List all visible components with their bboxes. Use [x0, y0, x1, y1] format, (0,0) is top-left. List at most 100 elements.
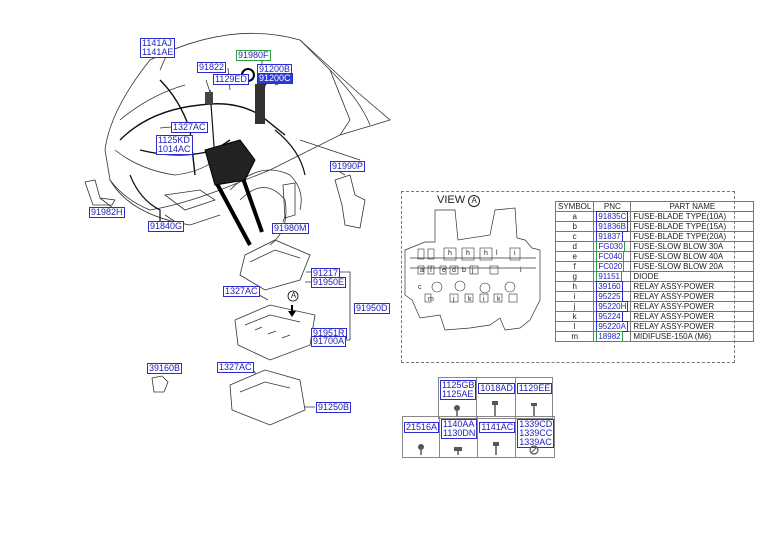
pnc-link[interactable]: 91837 [596, 231, 623, 242]
callout-line: 91217 [313, 268, 339, 278]
car-wheel [239, 187, 287, 246]
callout-line: 91822 [199, 62, 225, 72]
callout-91982h[interactable]: 91982H [89, 207, 125, 218]
fastener-line: 1125GB [442, 380, 475, 390]
header-part-name: PART NAME [630, 201, 755, 212]
callout-91822[interactable]: 91822 [197, 62, 227, 73]
slot-letter: i [520, 267, 522, 274]
callout-1327ac-top[interactable]: 1327AC [171, 122, 208, 133]
fastener-grid-bottom: 21516A 1140AA 1130DN 1141AC 1339CD 1339C… [401, 416, 556, 458]
callout-1129ed[interactable]: 1129ED [213, 74, 249, 85]
pnc-cell: FG030 [593, 241, 632, 252]
bracket-91990p [334, 174, 366, 229]
pnc-link[interactable]: 39160 [596, 281, 623, 292]
callout-91840g[interactable]: 91840G [148, 221, 185, 232]
pnc-cell: 95224 [593, 311, 632, 322]
callout-1125kd[interactable]: 1125KD 1014AC [156, 135, 193, 155]
pnc-cell: 91151 [593, 271, 632, 282]
callout-line: 1014AC [158, 144, 191, 154]
pnc-cell: 91837 [593, 231, 632, 242]
callout-1141aj[interactable]: 1141AJ 1141AE [140, 38, 176, 58]
fastener-label-1018ad[interactable]: 1018AD [478, 383, 515, 394]
callout-line: 1125KD [158, 135, 190, 145]
callout-1327ac-bottom[interactable]: 1327AC [217, 362, 254, 373]
slot-letter: f [430, 267, 432, 274]
header-symbol: SYMBOL [554, 201, 595, 212]
symbol-cell: i [554, 291, 595, 302]
callout-91950e[interactable]: 91950E [311, 277, 347, 288]
pnc-link[interactable]: 95225 [596, 291, 623, 302]
part-name-cell: RELAY ASSY-POWER [630, 321, 755, 332]
pnc-link[interactable]: FC040 [596, 251, 625, 262]
pnc-link[interactable]: 95224 [596, 311, 623, 322]
slot-letter: b [462, 267, 466, 274]
fastener-label-1129ee[interactable]: 1129EE [516, 383, 553, 394]
symbol-cell: c [554, 231, 595, 242]
fastener-line: 1339CD [519, 419, 553, 429]
bracket-91982h [84, 179, 116, 206]
fastener-label-1339cd[interactable]: 1339CD 1339CC 1339AC [517, 419, 555, 448]
callout-91950d[interactable]: 91950D [354, 303, 390, 314]
pnc-link[interactable]: FC020 [596, 261, 625, 272]
fuse-box-cover [239, 239, 311, 291]
callout-line: 91700A [313, 336, 345, 346]
pnc-link[interactable]: 91836B [596, 221, 628, 232]
callout-91200c[interactable]: 91200C [257, 73, 293, 84]
fastener-label-1125gb[interactable]: 1125GB 1125AE [440, 380, 477, 400]
callout-line: 1141AE [142, 47, 174, 57]
pnc-cell: 91835C [593, 211, 632, 222]
bolt-icon [493, 442, 500, 455]
callout-line: 91990P [332, 161, 364, 171]
view-a-title: VIEW A [437, 194, 481, 207]
bolt-icon [454, 405, 460, 416]
pnc-cell: 95220A [593, 321, 632, 332]
symbol-cell: g [554, 271, 595, 282]
pnc-link[interactable]: 18982 [596, 331, 623, 342]
fastener-label-21516a[interactable]: 21516A [404, 422, 440, 433]
symbol-cell: b [554, 221, 595, 232]
callout-91990p[interactable]: 91990P [330, 161, 366, 172]
callout-39160b[interactable]: 39160B [147, 363, 183, 374]
fastener-line: 1130DN [443, 428, 476, 438]
callout-91980f[interactable]: 91980F [236, 50, 271, 61]
callout-line: 91950D [356, 303, 388, 313]
slot-letter: m [428, 296, 434, 303]
fuse-box-tray [229, 369, 306, 426]
fastener-label-1141ac[interactable]: 1141AC [479, 422, 516, 433]
callout-1327ac-mid[interactable]: 1327AC [223, 286, 260, 297]
bolt-icon [492, 401, 499, 416]
part-name-cell: FUSE-BLADE TYPE(15A) [630, 221, 755, 232]
pnc-link[interactable]: 91835C [596, 211, 629, 222]
slot-letter: a [420, 267, 424, 274]
view-a-marker: A [290, 291, 297, 300]
pnc-link[interactable]: 95220A [596, 321, 628, 332]
callout-line: 1327AC [173, 122, 206, 132]
callout-91980m[interactable]: 91980M [272, 223, 309, 234]
callout-line: 91980M [274, 223, 307, 233]
screw-icon [454, 447, 463, 455]
callout-line: 1327AC [219, 362, 252, 372]
car-bumper [109, 179, 221, 226]
callout-line: 1141AJ [142, 38, 172, 48]
pnc-cell: 91836B [593, 221, 632, 232]
pnc-link[interactable]: 91151 [596, 271, 622, 282]
callout-line: 91951R [313, 328, 345, 338]
fastener-grid-top: 1125GB 1125AE 1018AD 1129EE [437, 377, 554, 419]
fastener-label-1140aa[interactable]: 1140AA 1130DN [441, 419, 478, 439]
pnc-link[interactable]: 95220H [596, 301, 629, 312]
view-fuse-box-outline [404, 207, 541, 331]
bolt-icon [418, 444, 424, 455]
callout-91700a[interactable]: 91700A [311, 336, 347, 347]
callout-91250b[interactable]: 91250B [316, 402, 352, 413]
pnc-link[interactable]: FG030 [596, 241, 625, 252]
part-name-cell: DIODE [630, 271, 755, 282]
callout-line: 1129ED [215, 74, 247, 84]
part-name-cell: FUSE-BLADE TYPE(20A) [630, 231, 755, 242]
callout-line: 39160B [149, 363, 181, 373]
